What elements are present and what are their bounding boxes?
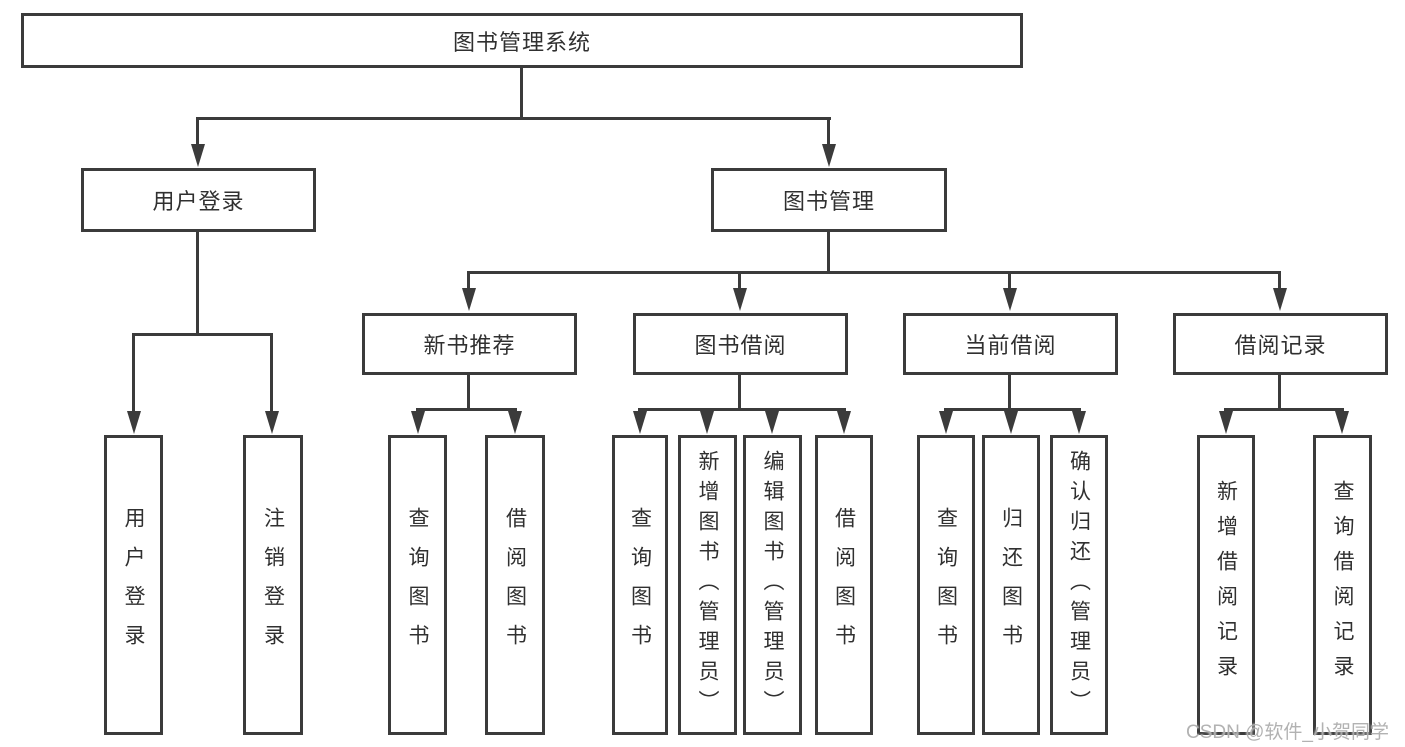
connector-line-v — [1008, 375, 1011, 410]
arrow-down-icon — [508, 411, 522, 434]
arrow-down-icon — [633, 411, 647, 434]
leaf-query-borrow-record: 查询借阅记录 — [1313, 435, 1372, 735]
node-label: 借阅图书 — [503, 507, 527, 663]
arrow-down-icon — [462, 288, 476, 311]
node-label: 归还图书 — [999, 507, 1023, 663]
arrow-down-icon — [837, 411, 851, 434]
connector-line-h — [1224, 408, 1344, 411]
node-borrow-records: 借阅记录 — [1173, 313, 1388, 375]
node-label: 当前借阅 — [964, 333, 1057, 358]
node-new-book-recommend: 新书推荐 — [362, 313, 577, 375]
connector-line-v — [132, 335, 135, 412]
node-label: 用户登录 — [122, 507, 145, 663]
connector-line-v — [270, 335, 273, 412]
arrow-down-icon — [1072, 411, 1086, 434]
node-label: 图书管理 — [782, 189, 875, 214]
connector-line-h — [944, 408, 1081, 411]
node-label: 编辑图书（管理员） — [761, 450, 784, 720]
leaf-return-book: 归还图书 — [982, 435, 1040, 735]
connector-line-v — [196, 118, 199, 146]
leaf-confirm-return-admin: 确认归还（管理员） — [1050, 435, 1108, 735]
leaf-borrow-books-recommend: 借阅图书 — [485, 435, 545, 735]
connector-line-h — [196, 117, 831, 120]
connector-line-h — [132, 333, 273, 336]
node-label: 查询借阅记录 — [1331, 480, 1354, 690]
leaf-add-book-admin: 新增图书（管理员） — [678, 435, 737, 735]
arrow-down-icon — [265, 411, 279, 434]
node-book-borrow: 图书借阅 — [633, 313, 848, 375]
leaf-add-borrow-record: 新增借阅记录 — [1197, 435, 1255, 735]
node-label: 查询图书 — [934, 507, 958, 663]
node-label: 用户登录 — [152, 189, 245, 214]
arrow-down-icon — [765, 411, 779, 434]
node-label: 新增图书（管理员） — [696, 450, 719, 720]
leaf-query-books-recommend: 查询图书 — [388, 435, 447, 735]
leaf-edit-book-admin: 编辑图书（管理员） — [743, 435, 802, 735]
arrow-down-icon — [1004, 411, 1018, 434]
leaf-logout: 注销登录 — [243, 435, 303, 735]
node-root: 图书管理系统 — [21, 13, 1023, 68]
arrow-down-icon — [411, 411, 425, 434]
connector-line-h — [416, 408, 517, 411]
leaf-query-books-current: 查询图书 — [917, 435, 975, 735]
connector-line-v — [467, 375, 470, 410]
connector-line-v — [827, 232, 830, 273]
arrow-down-icon — [822, 144, 836, 167]
node-label: 图书管理系统 — [452, 29, 591, 55]
node-label: 注销登录 — [261, 507, 285, 663]
arrow-down-icon — [1003, 288, 1017, 311]
connector-line-v — [738, 273, 741, 289]
arrow-down-icon — [939, 411, 953, 434]
node-label: 新书推荐 — [423, 333, 516, 358]
connector-line-h — [638, 408, 846, 411]
leaf-user-login: 用户登录 — [104, 435, 163, 735]
arrow-down-icon — [700, 411, 714, 434]
node-current-borrow: 当前借阅 — [903, 313, 1118, 375]
connector-line-v — [520, 68, 523, 118]
connector-line-v — [1278, 375, 1281, 410]
arrow-down-icon — [1219, 411, 1233, 434]
node-user-login: 用户登录 — [81, 168, 316, 232]
node-label: 查询图书 — [628, 507, 652, 663]
node-label: 确认归还（管理员） — [1067, 450, 1091, 720]
arrow-down-icon — [1335, 411, 1349, 434]
connector-line-v — [467, 273, 470, 289]
node-label: 借阅图书 — [832, 507, 856, 663]
watermark: CSDN @软件_小贺同学 — [1186, 722, 1389, 743]
node-label: 借阅记录 — [1234, 333, 1327, 358]
arrow-down-icon — [127, 411, 141, 434]
arrow-down-icon — [1273, 288, 1287, 311]
leaf-query-books-borrow: 查询图书 — [612, 435, 668, 735]
connector-line-v — [738, 375, 741, 410]
arrow-down-icon — [733, 288, 747, 311]
arrow-down-icon — [191, 144, 205, 167]
node-label: 查询图书 — [406, 507, 429, 663]
node-book-management: 图书管理 — [711, 168, 947, 232]
connector-line-v — [827, 118, 830, 146]
node-label: 图书借阅 — [694, 333, 787, 358]
leaf-borrow-books: 借阅图书 — [815, 435, 873, 735]
connector-line-h — [467, 271, 1281, 274]
connector-line-v — [1008, 273, 1011, 289]
connector-line-v — [1278, 273, 1281, 289]
node-label: 新增借阅记录 — [1214, 480, 1238, 690]
connector-line-v — [196, 232, 199, 335]
